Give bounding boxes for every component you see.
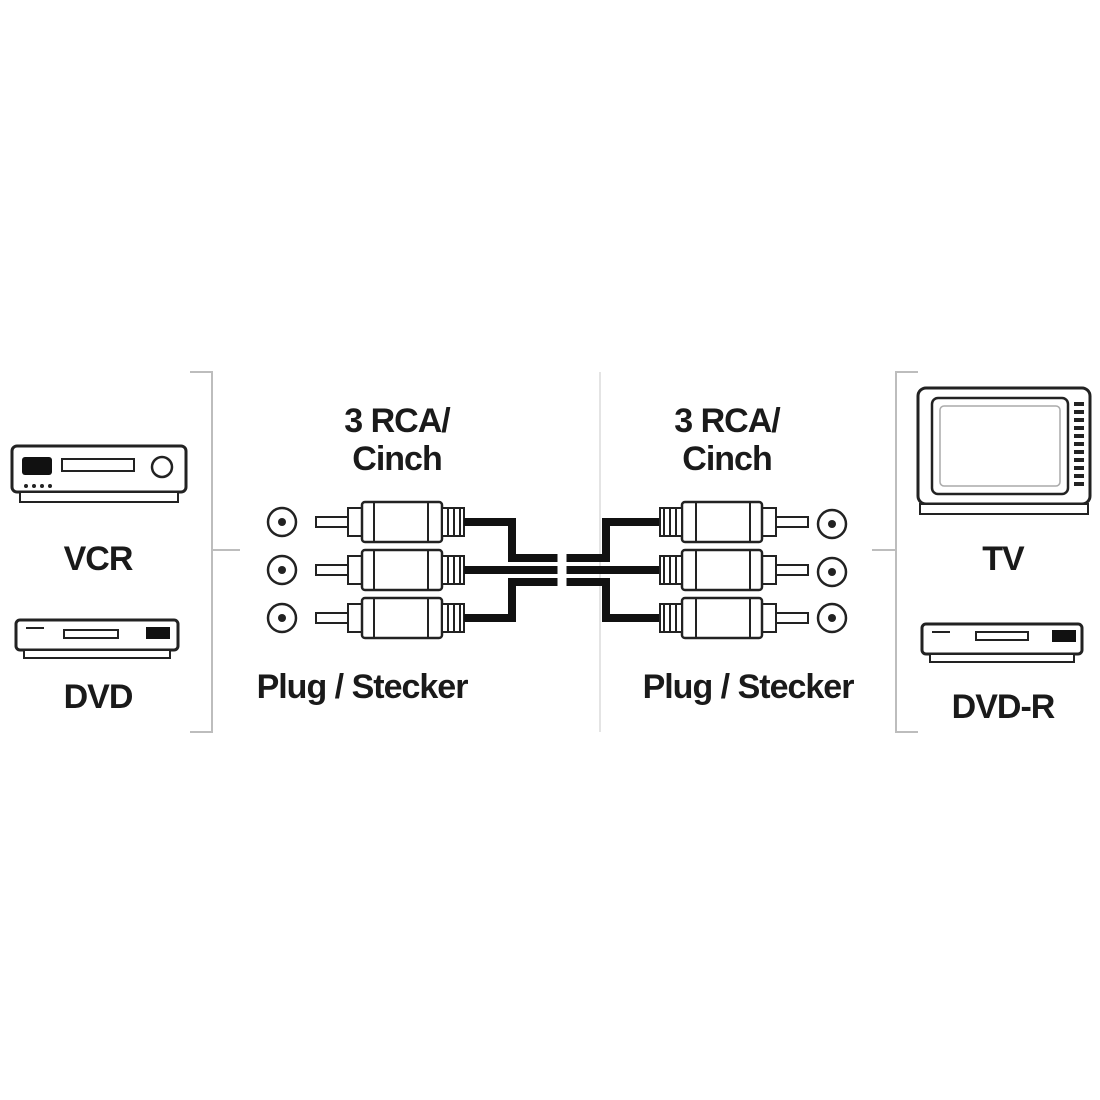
right-plug-1 [658,500,810,544]
left-plug-1 [314,500,466,544]
cable-bundle [464,518,662,622]
right-socket-1 [816,508,848,540]
vcr-icon [10,444,188,503]
right-socket-2 [816,556,848,588]
cable-break [557,550,567,592]
cable-top-right [566,518,662,562]
cable-bottom [464,578,558,622]
right-plug-3 [658,596,810,640]
left-socket-1 [266,506,298,538]
left-plug-3 [314,596,466,640]
left-plug-type-label: Plug / Stecker [257,668,469,706]
right-socket-3 [816,602,848,634]
cable-bottom-right [566,578,662,622]
tv-icon [916,386,1092,515]
right-connector-title-1: 3 RCA/ [674,402,781,440]
vcr-label: VCR [64,540,133,578]
dvd-recorder-icon [920,622,1084,663]
left-plug-2 [314,548,466,592]
left-connector-title-2: Cinch [352,440,441,478]
right-plug-2 [658,548,810,592]
dvd-label: DVD [64,678,133,716]
left-bracket [190,371,240,733]
right-bracket [872,371,918,733]
right-connector-title-2: Cinch [682,440,771,478]
cable-top [464,518,558,562]
left-socket-3 [266,602,298,634]
right-plug-type-label: Plug / Stecker [643,668,855,706]
tv-label: TV [982,540,1025,578]
left-socket-2 [266,554,298,586]
dvd-player-icon [14,618,180,659]
left-connector-title-1: 3 RCA/ [344,402,451,440]
dvd-r-label: DVD-R [952,688,1055,726]
